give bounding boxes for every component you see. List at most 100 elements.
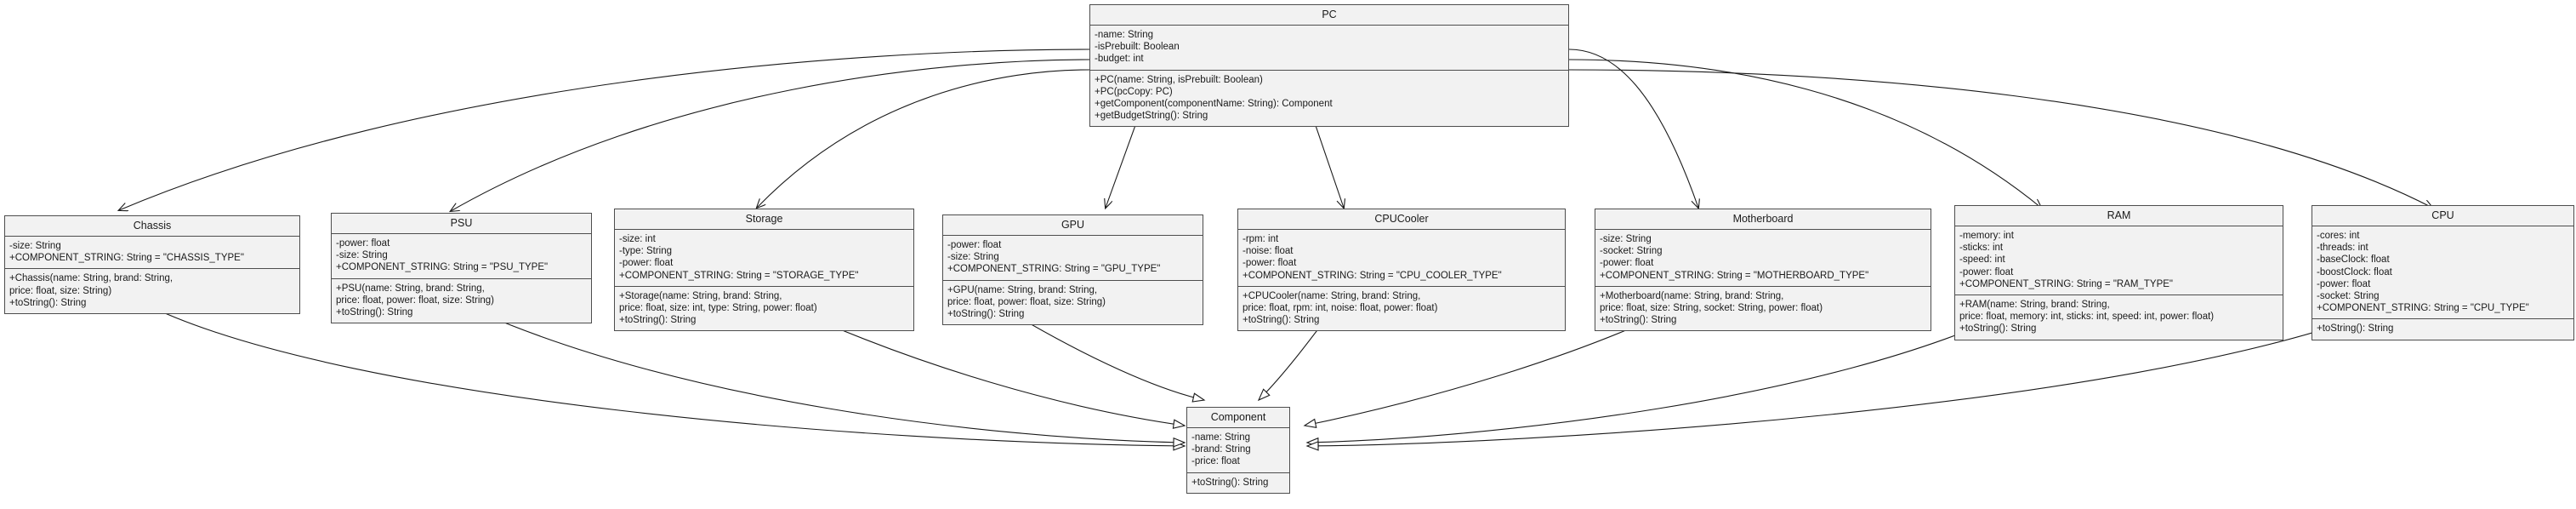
attribute: -rpm: int	[1243, 234, 1279, 244]
class-box-cpu[interactable]: CPU -cores: int -threads: int -baseClock…	[2312, 205, 2574, 340]
attribute: +COMPONENT_STRING: String = "CPU_COOLER_…	[1243, 270, 1502, 281]
attribute: -threads: int	[2317, 243, 2368, 254]
attribute: -noise: float	[1243, 246, 1294, 257]
class-name-component: Component	[1187, 408, 1289, 428]
attribute: -power: float	[336, 238, 390, 249]
class-name-ram: RAM	[1955, 206, 2283, 226]
operation: +Chassis(name: String, brand: String,	[9, 273, 173, 284]
attribute: +COMPONENT_STRING: String = "GPU_TYPE"	[947, 264, 1161, 275]
operation: price: float, power: float, size: String…	[947, 296, 1106, 307]
attribute: -power: float	[619, 258, 674, 269]
class-box-ram[interactable]: RAM -memory: int -sticks: int -speed: in…	[1954, 205, 2283, 340]
attribute: -power: float	[1243, 258, 1297, 269]
operation: price: float, size: String)	[9, 285, 112, 296]
attributes-cpu: -cores: int -threads: int -baseClock: fl…	[2312, 226, 2573, 320]
attributes-gpu: -power: float -size: String +COMPONENT_S…	[943, 236, 1203, 281]
operation: +GPU(name: String, brand: String,	[947, 284, 1098, 295]
operations-storage: +Storage(name: String, brand: String, pr…	[615, 287, 913, 331]
class-box-motherboard[interactable]: Motherboard -size: String -socket: Strin…	[1595, 209, 1931, 332]
operation: price: float, size: int, type: String, p…	[619, 303, 817, 314]
attribute: -boostClock: float	[2317, 266, 2392, 277]
attribute: -name: String	[1095, 30, 1154, 40]
operations-cpu: +toString(): String	[2312, 319, 2573, 339]
operations-ram: +RAM(name: String, brand: String, price:…	[1955, 295, 2283, 340]
attributes-component: -name: String -brand: String -price: flo…	[1187, 428, 1289, 473]
attribute: -size: int	[619, 234, 656, 244]
attribute: -sticks: int	[1959, 243, 2004, 254]
class-box-component[interactable]: Component -name: String -brand: String -…	[1186, 407, 1290, 494]
operation: +toString(): String	[1191, 477, 1269, 488]
attribute: +COMPONENT_STRING: String = "CHASSIS_TYP…	[9, 253, 244, 264]
attribute: -cores: int	[2317, 231, 2360, 241]
class-name-storage: Storage	[615, 209, 913, 230]
attributes-psu: -power: float -size: String +COMPONENT_S…	[332, 234, 591, 279]
attributes-cpucooler: -rpm: int -noise: float -power: float +C…	[1238, 230, 1565, 287]
attribute: -socket: String	[2317, 291, 2380, 302]
operations-gpu: +GPU(name: String, brand: String, price:…	[943, 281, 1203, 325]
operation: +CPUCooler(name: String, brand: String,	[1243, 290, 1421, 301]
class-box-storage[interactable]: Storage -size: int -type: String -power:…	[614, 209, 914, 332]
operations-pc: +PC(name: String, isPrebuilt: Boolean) +…	[1090, 71, 1568, 127]
attribute: -type: String	[619, 246, 672, 257]
class-name-psu: PSU	[332, 214, 591, 234]
attribute: -brand: String	[1191, 444, 1251, 455]
class-name-pc: PC	[1090, 5, 1568, 26]
attribute: -name: String	[1191, 432, 1251, 443]
attribute: +COMPONENT_STRING: String = "RAM_TYPE"	[1959, 278, 2173, 289]
operation: +toString(): String	[9, 297, 87, 308]
attribute: -isPrebuilt: Boolean	[1095, 42, 1180, 53]
operation: +PSU(name: String, brand: String,	[336, 283, 485, 294]
operations-component: +toString(): String	[1187, 473, 1289, 493]
operation: +RAM(name: String, brand: String,	[1959, 300, 2110, 311]
attribute: -size: String	[947, 252, 999, 263]
attribute: -baseClock: float	[2317, 254, 2390, 266]
operations-psu: +PSU(name: String, brand: String, price:…	[332, 279, 591, 323]
attribute: -price: float	[1191, 456, 1240, 467]
attribute: -memory: int	[1959, 231, 2014, 241]
operation: +Motherboard(name: String, brand: String…	[1600, 290, 1784, 301]
operation: price: float, size: String, socket: Stri…	[1600, 303, 1823, 314]
operation: price: float, rpm: int, noise: float, po…	[1243, 303, 1438, 314]
attribute: +COMPONENT_STRING: String = "STORAGE_TYP…	[619, 270, 859, 281]
operation: +getBudgetString(): String	[1095, 111, 1208, 122]
operations-cpucooler: +CPUCooler(name: String, brand: String, …	[1238, 287, 1565, 331]
operation: price: float, memory: int, sticks: int, …	[1959, 312, 2215, 323]
operation: +PC(name: String, isPrebuilt: Boolean)	[1095, 74, 1263, 85]
attribute: +COMPONENT_STRING: String = "MOTHERBOARD…	[1600, 270, 1869, 281]
attributes-ram: -memory: int -sticks: int -speed: int -p…	[1955, 226, 2283, 296]
operations-motherboard: +Motherboard(name: String, brand: String…	[1595, 287, 1931, 331]
class-name-cpucooler: CPUCooler	[1238, 209, 1565, 230]
attribute: +COMPONENT_STRING: String = "PSU_TYPE"	[336, 262, 549, 273]
attribute: +COMPONENT_STRING: String = "CPU_TYPE"	[2317, 303, 2529, 314]
operation: +toString(): String	[619, 315, 697, 326]
class-box-pc[interactable]: PC -name: String -isPrebuilt: Boolean -b…	[1089, 4, 1569, 128]
operation: +toString(): String	[1959, 323, 2037, 335]
class-name-gpu: GPU	[943, 215, 1203, 236]
class-box-gpu[interactable]: GPU -power: float -size: String +COMPONE…	[942, 214, 1203, 326]
operation: +toString(): String	[336, 307, 413, 318]
operation: price: float, power: float, size: String…	[336, 295, 494, 306]
class-name-cpu: CPU	[2312, 206, 2573, 226]
attribute: -speed: int	[1959, 254, 2005, 266]
attribute: -size: String	[336, 250, 388, 261]
operation: +toString(): String	[947, 309, 1025, 320]
attributes-pc: -name: String -isPrebuilt: Boolean -budg…	[1090, 26, 1568, 71]
attribute: -power: float	[1959, 266, 2014, 277]
attributes-motherboard: -size: String -socket: String -power: fl…	[1595, 230, 1931, 287]
attributes-chassis: -size: String +COMPONENT_STRING: String …	[5, 237, 299, 270]
class-box-psu[interactable]: PSU -power: float -size: String +COMPONE…	[331, 213, 592, 324]
attribute: -power: float	[2317, 278, 2371, 289]
operation: +getComponent(componentName: String): Co…	[1095, 99, 1333, 110]
attribute: -size: String	[1600, 234, 1652, 244]
attribute: -size: String	[9, 241, 61, 251]
attribute: -socket: String	[1600, 246, 1663, 257]
attribute: -budget: int	[1095, 54, 1144, 65]
class-box-chassis[interactable]: Chassis -size: String +COMPONENT_STRING:…	[4, 215, 300, 315]
class-box-cpucooler[interactable]: CPUCooler -rpm: int -noise: float -power…	[1237, 209, 1566, 332]
operation: +PC(pcCopy: PC)	[1095, 86, 1173, 97]
operation: +toString(): String	[1600, 315, 1677, 326]
operations-chassis: +Chassis(name: String, brand: String, pr…	[5, 269, 299, 313]
operation: +Storage(name: String, brand: String,	[619, 290, 782, 301]
attribute: -power: float	[1600, 258, 1654, 269]
